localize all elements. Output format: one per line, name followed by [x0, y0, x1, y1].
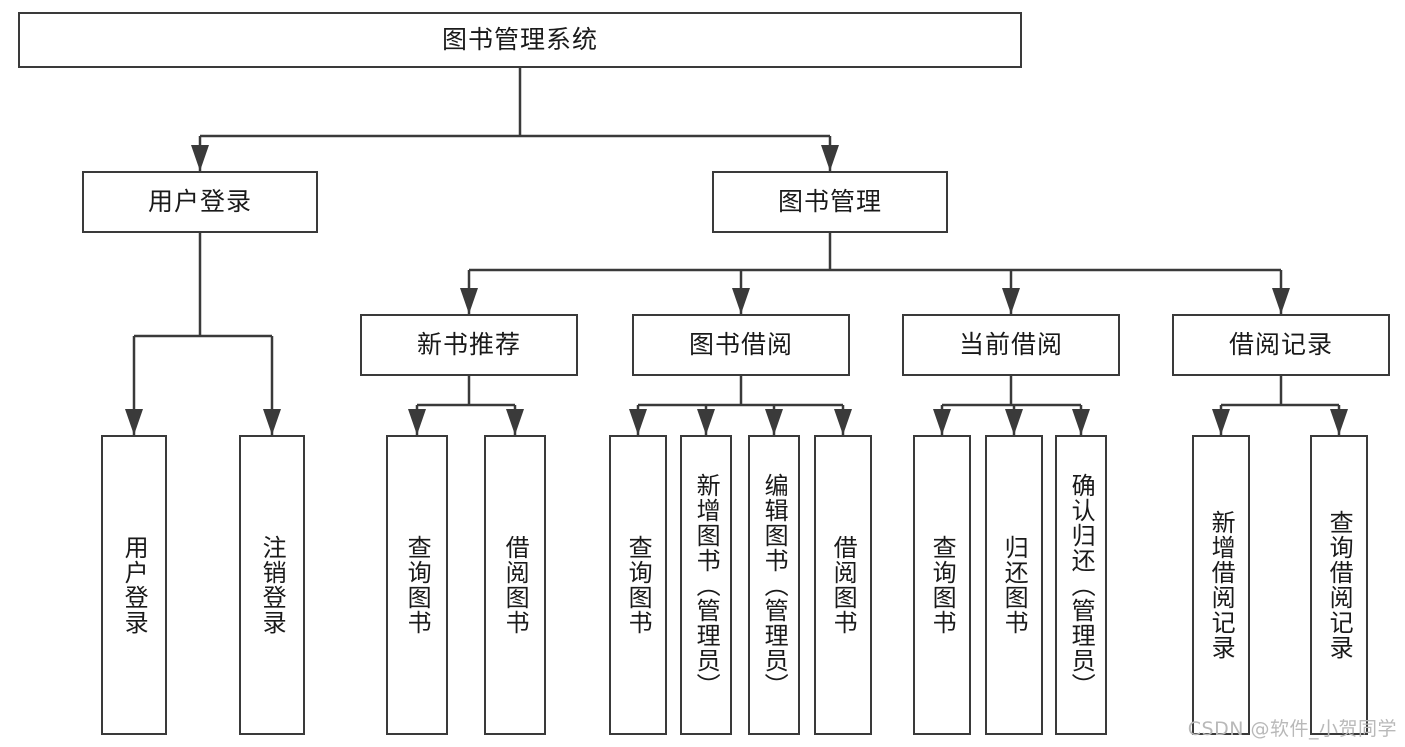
node-label: 新增借阅记录 [1207, 510, 1236, 660]
arrowhead-leaf-user-logout [263, 409, 281, 435]
node-label: 图书管理系统 [441, 25, 598, 55]
arrowhead-book-manage [821, 145, 839, 171]
node-label: 图书借阅 [688, 330, 793, 360]
arrowhead-new-book-rec [460, 288, 478, 314]
node-label: 查询图书 [928, 535, 957, 635]
node-leaf-cur-query-book[interactable]: 查询图书 [913, 435, 971, 735]
arrowhead-leaf-borrow-query-book [629, 409, 647, 435]
arrowhead-leaf-borrow-edit-book [765, 409, 783, 435]
node-borrow-record[interactable]: 借阅记录 [1172, 314, 1390, 376]
node-current-borrow[interactable]: 当前借阅 [902, 314, 1120, 376]
arrowhead-leaf-rec-query-book [408, 409, 426, 435]
node-leaf-cur-confirm-return[interactable]: 确认归还（管理员） [1055, 435, 1107, 735]
node-label: 图书管理 [777, 187, 882, 217]
arrowhead-book-borrow [732, 288, 750, 314]
arrowhead-borrow-record [1272, 288, 1290, 314]
arrowhead-leaf-rec-add-record [1212, 409, 1230, 435]
node-label: 借阅记录 [1228, 330, 1333, 360]
node-leaf-borrow-borrow-book[interactable]: 借阅图书 [814, 435, 872, 735]
node-label: 确认归还（管理员） [1067, 472, 1096, 698]
node-leaf-rec-add-record[interactable]: 新增借阅记录 [1192, 435, 1250, 735]
node-label: 查询图书 [403, 535, 432, 635]
node-label: 用户登录 [120, 535, 149, 635]
node-book-manage[interactable]: 图书管理 [712, 171, 948, 233]
node-leaf-user-logout[interactable]: 注销登录 [239, 435, 305, 735]
node-label: 借阅图书 [501, 535, 530, 635]
node-label: 编辑图书（管理员） [760, 472, 789, 698]
node-leaf-rec-query-record[interactable]: 查询借阅记录 [1310, 435, 1368, 735]
arrowhead-leaf-rec-borrow-book [506, 409, 524, 435]
node-leaf-rec-query-book[interactable]: 查询图书 [386, 435, 448, 735]
node-user-login[interactable]: 用户登录 [82, 171, 318, 233]
node-leaf-cur-return-book[interactable]: 归还图书 [985, 435, 1043, 735]
node-leaf-borrow-add-book[interactable]: 新增图书（管理员） [680, 435, 732, 735]
node-label: 新书推荐 [416, 330, 521, 360]
node-leaf-borrow-edit-book[interactable]: 编辑图书（管理员） [748, 435, 800, 735]
node-label: 借阅图书 [829, 535, 858, 635]
node-label: 归还图书 [1000, 535, 1029, 635]
node-new-book-rec[interactable]: 新书推荐 [360, 314, 578, 376]
arrowhead-leaf-cur-return-book [1005, 409, 1023, 435]
arrowhead-leaf-cur-query-book [933, 409, 951, 435]
node-label: 新增图书（管理员） [692, 472, 721, 698]
node-leaf-rec-borrow-book[interactable]: 借阅图书 [484, 435, 546, 735]
arrowhead-leaf-user-login [125, 409, 143, 435]
watermark: CSDN @软件_小贺同学 [1187, 718, 1397, 740]
node-leaf-borrow-query-book[interactable]: 查询图书 [609, 435, 667, 735]
node-root[interactable]: 图书管理系统 [18, 12, 1022, 68]
arrowhead-user-login [191, 145, 209, 171]
node-leaf-user-login[interactable]: 用户登录 [101, 435, 167, 735]
node-label: 当前借阅 [958, 330, 1063, 360]
arrowhead-leaf-borrow-add-book [697, 409, 715, 435]
node-label: 查询图书 [624, 535, 653, 635]
node-book-borrow[interactable]: 图书借阅 [632, 314, 850, 376]
node-label: 用户登录 [147, 187, 252, 217]
arrowhead-leaf-rec-query-record [1330, 409, 1348, 435]
arrowhead-leaf-borrow-borrow-book [834, 409, 852, 435]
arrowhead-current-borrow [1002, 288, 1020, 314]
node-label: 查询借阅记录 [1325, 510, 1354, 660]
node-label: 注销登录 [258, 535, 287, 635]
arrowhead-leaf-cur-confirm-return [1072, 409, 1090, 435]
